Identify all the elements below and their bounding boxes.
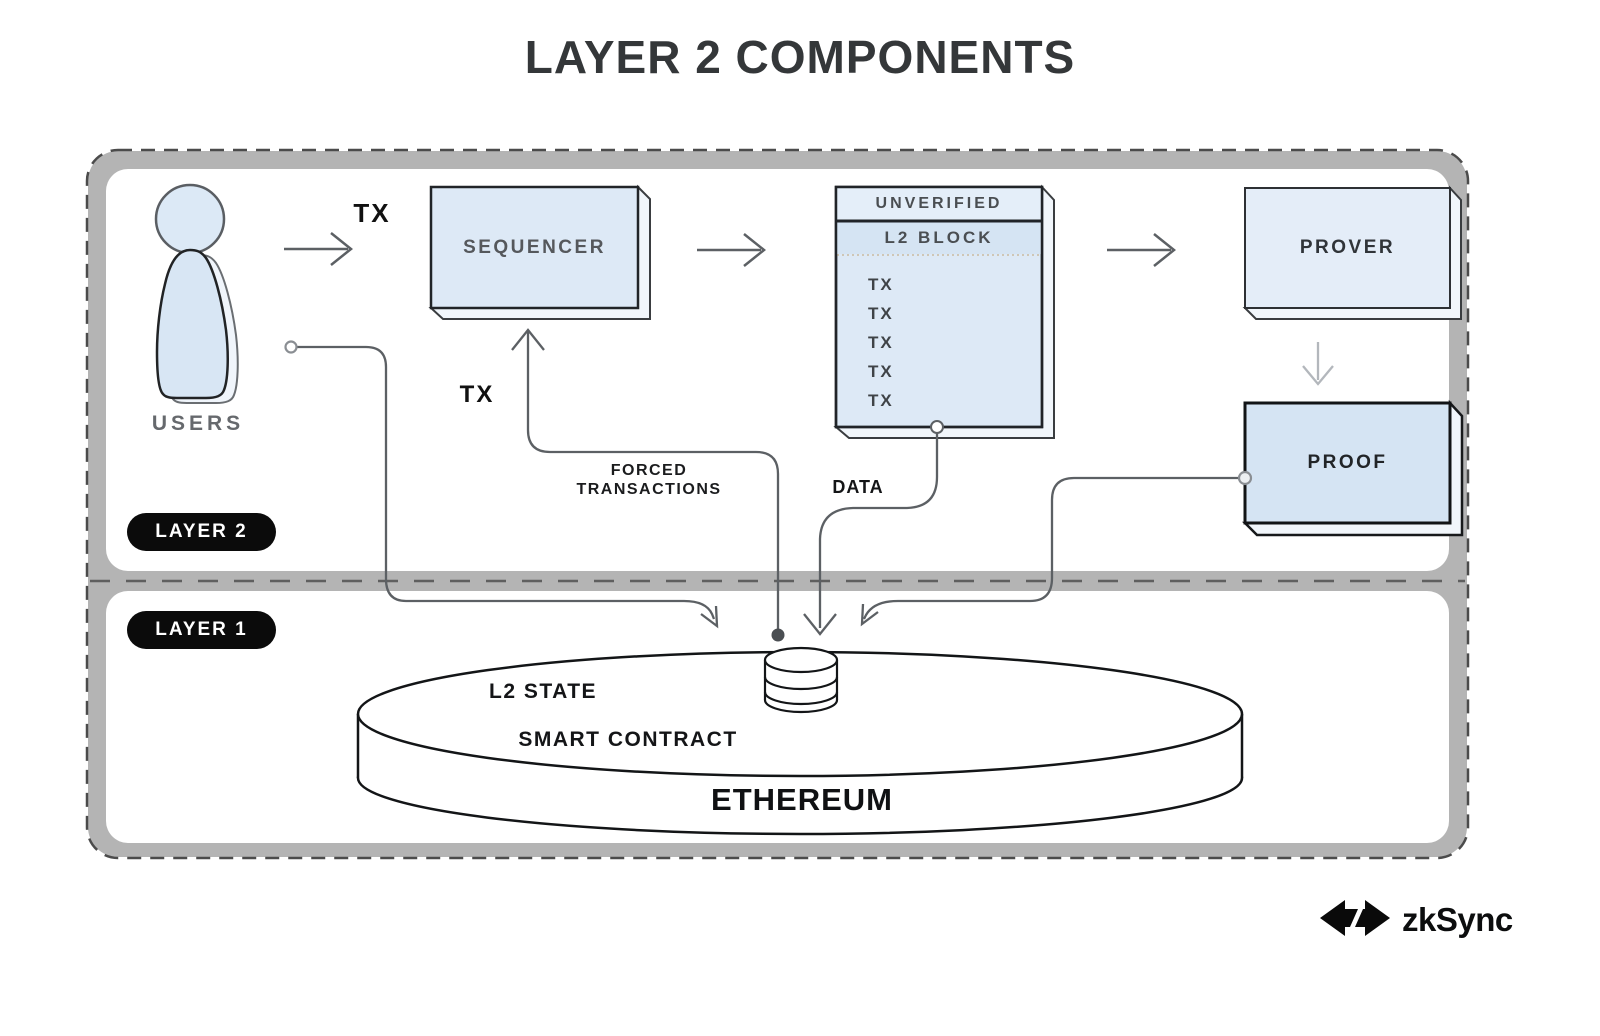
db-band-1	[763, 676, 839, 691]
prover-to-proof-arrow	[1302, 342, 1334, 386]
users-label: USERS	[151, 412, 245, 435]
proof-box	[1241, 399, 1464, 537]
l2-block-header-band	[837, 188, 1041, 221]
l2-block-connector-node	[930, 420, 944, 434]
user-head	[154, 183, 226, 255]
prover-label: PROVER	[1299, 237, 1396, 258]
tx-list-item: TX	[868, 362, 894, 381]
forced-transactions-label: FORCED TRANSACTIONS	[576, 462, 722, 498]
sequencer-face	[429, 185, 640, 310]
proof-label: PROOF	[1307, 452, 1388, 473]
curved-connectors	[284, 328, 1253, 642]
l2-block-header-label: UNVERIFIED	[875, 195, 1003, 212]
page-title: LAYER 2 COMPONENTS	[524, 31, 1076, 83]
forced-transactions-connector	[511, 328, 785, 642]
db-top	[763, 646, 839, 674]
users-tx-label: TX	[353, 198, 391, 228]
block-to-prover-arrow	[1107, 233, 1177, 267]
l2-block-title-band	[837, 222, 1041, 254]
forced-tx-connector-dot	[771, 628, 785, 642]
layer1-badge: LAYER 1	[127, 611, 276, 649]
proof-connector-node	[1237, 470, 1253, 486]
flow-arrows	[284, 232, 1334, 386]
sequencer-label: SEQUENCER	[463, 236, 606, 258]
data-connector	[803, 433, 939, 636]
forced-tx-arrow-label: TX	[459, 381, 495, 408]
smart-contract-label: L2 STATE SMART CONTRACT	[489, 680, 738, 752]
zksync-brand-text: zkSync	[1402, 901, 1513, 938]
ethereum-disk-icon	[356, 650, 1244, 836]
zksync-left-arrow	[1320, 900, 1358, 936]
prover-face	[1244, 187, 1451, 309]
ethereum-label: ETHEREUM	[711, 782, 893, 817]
proof-face	[1243, 401, 1452, 525]
data-label: DATA	[832, 477, 884, 497]
contract-line2: SMART CONTRACT	[518, 728, 738, 751]
proof-to-l1-connector	[860, 470, 1253, 627]
database-icon	[763, 646, 839, 714]
tx-list-item: TX	[868, 391, 894, 410]
db-band-2	[763, 691, 839, 706]
zksync-logo-icon	[1320, 900, 1390, 936]
l2-block-tx-list: TX TX TX TX TX	[868, 270, 988, 415]
tx-list-item: TX	[868, 333, 894, 352]
contract-line1: L2 STATE	[489, 680, 598, 703]
users-connector-node	[284, 340, 298, 354]
user-icon	[154, 183, 239, 404]
prover-box	[1242, 185, 1462, 320]
sequencer-box	[428, 184, 651, 320]
user-body	[155, 248, 229, 400]
frame-dashed-border	[85, 148, 1470, 860]
l2-block-title-label: L2 BLOCK	[884, 227, 994, 247]
users-to-sequencer-arrow	[284, 232, 354, 266]
users-to-l1-connector	[284, 340, 719, 629]
l2-block-box	[833, 184, 1055, 439]
tx-list-item: TX	[868, 275, 894, 294]
tx-list-item: TX	[868, 304, 894, 323]
sequencer-to-block-arrow	[697, 233, 767, 267]
zksync-right-arrow	[1355, 900, 1390, 936]
layer2-badge: LAYER 2	[127, 513, 276, 551]
